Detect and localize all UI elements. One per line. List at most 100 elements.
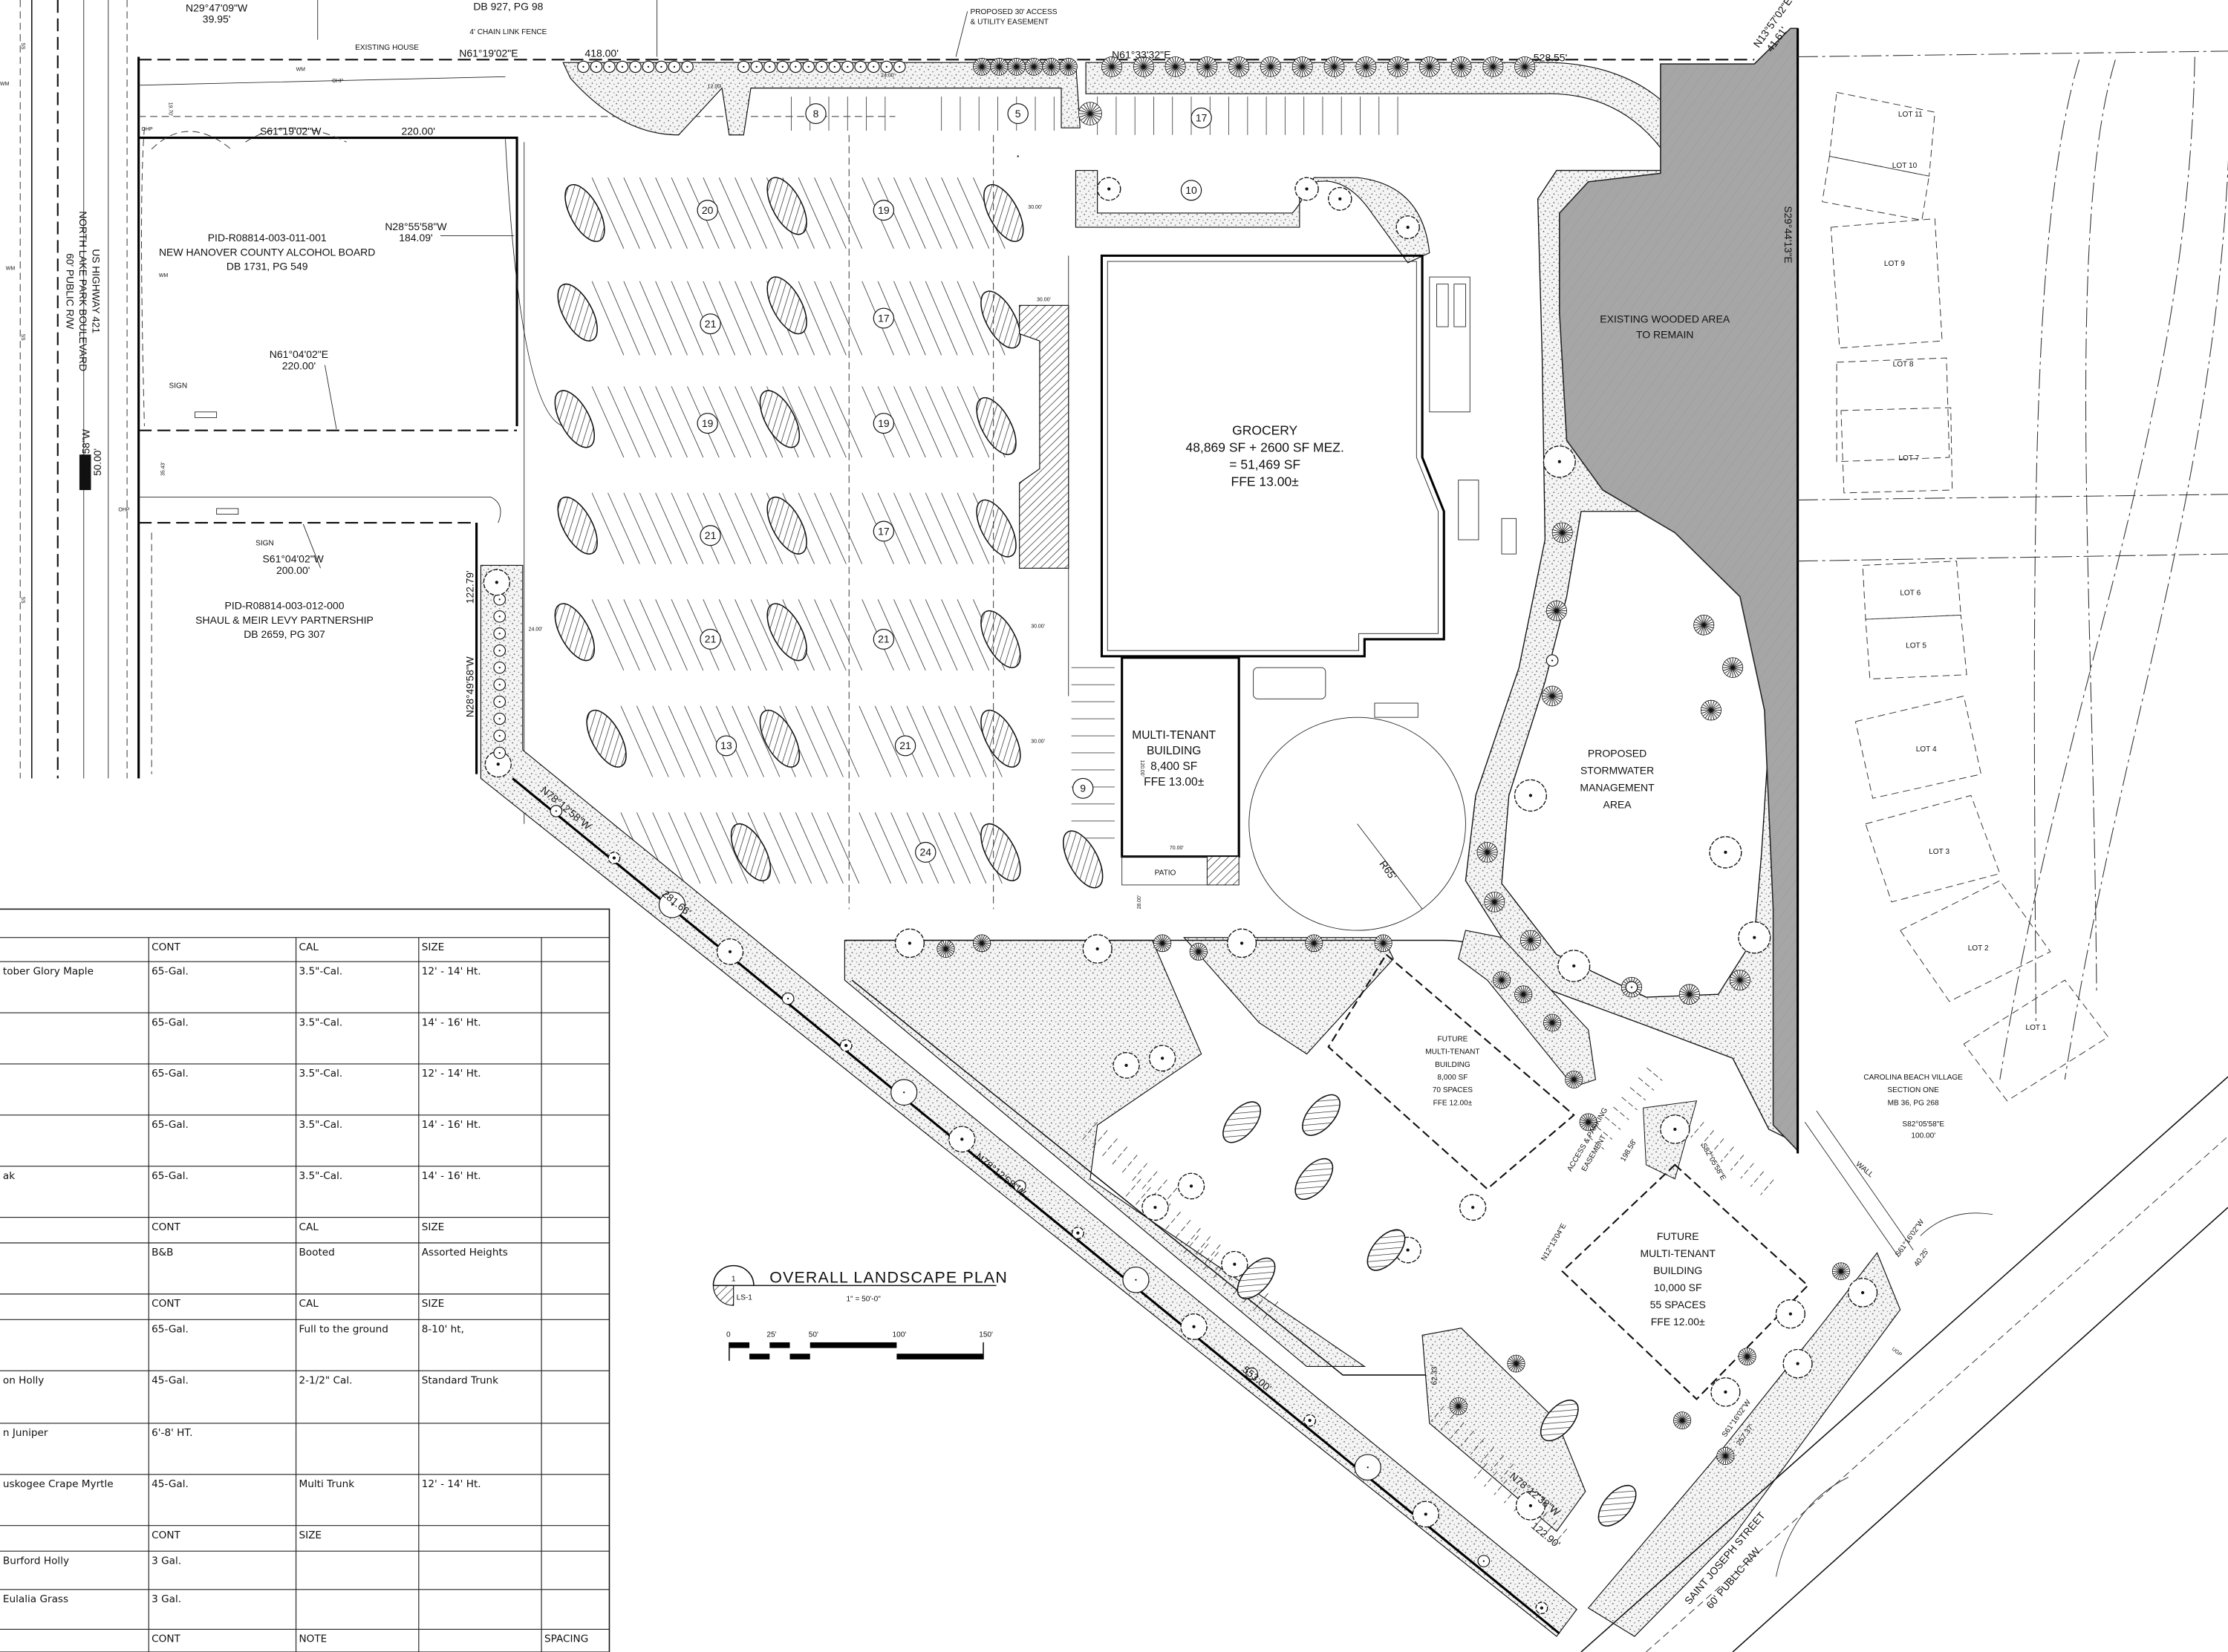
utility-label: OHP [142,127,154,132]
patio-label: PATIO [1155,869,1176,878]
parking-stall-line [734,177,767,249]
parking-count: 19 [702,417,714,429]
shrub-icon [603,60,616,74]
canopy-tree-icon [1492,971,1511,989]
dimension-label: 30.00' [1028,205,1042,210]
parking-count-circle [873,628,895,650]
table-cell: CONT [152,1221,180,1233]
bearing-label: N12°13'04"E [1540,1222,1568,1263]
shrub-icon [642,60,655,74]
building-name-2: BUILDING [1147,745,1201,757]
shrub-icon [890,1079,918,1106]
parking-stall-line [893,599,926,671]
parking-island [759,709,801,768]
parking-stall-line [671,599,704,671]
parking-stall-line [684,812,717,884]
easement-label: & UTILITY EASEMENT [971,19,1049,27]
shrub-icon [550,805,563,817]
parking-count-circle [1180,180,1202,201]
ornamental-tree-icon [1515,1491,1546,1521]
bearing-label: S82°05'58"E [1902,1120,1944,1129]
table-cell: CAL [299,1298,319,1310]
ornamental-tree-icon [1328,186,1352,211]
dimension-label: 120.00' [1139,760,1144,777]
parking-count: 17 [878,312,890,324]
table-cell: 65-Gal. [152,1119,189,1131]
road-row-width: 60' PUBLIC R/W [64,253,76,330]
dimension-label: 19.70' [167,102,172,117]
shrub-icon [577,60,590,74]
parking-stall-line [814,492,847,564]
ornamental-tree-icon [1071,1227,1084,1239]
parking-stall-line [734,492,767,564]
parking-stall-line [750,281,784,356]
table-cell: CAL [299,1221,319,1233]
canopy-tree-icon [1579,1113,1597,1132]
canopy-tree-icon [1189,942,1208,961]
shrub-icon [1013,1180,1026,1192]
parking-stall-line [671,492,704,564]
parking-stall-line [941,386,974,458]
canopy-tree-icon [1007,58,1026,76]
table-cell: 65-Gal. [152,1324,189,1336]
parking-stall-line [798,599,831,671]
canopy-tree-icon [1450,56,1472,77]
dimension-labels: 30.00' 30.00' 30.00' 30.00' 24.00' 35.43… [161,73,1184,909]
lot-label: LOT 10 [1892,162,1918,170]
canopy-tree-icon [1678,984,1700,1005]
drawing-title: 1 LS-1 OVERALL LANDSCAPE PLAN 1" = 50'-0… [712,1264,1007,1361]
fence-label: 4' CHAIN LINK FENCE [469,28,547,36]
parking-stall-line [750,177,784,249]
distance-label: 220.00' [402,125,435,137]
area-label: EXISTING WOODED AREA [1600,313,1730,324]
table-cell: 3.5"-Cal. [299,966,342,978]
sheet-reference: LS-1 [737,1294,753,1302]
lot-label: LOT 7 [1898,454,1919,463]
north-landscape-strip [505,62,1690,427]
parking-stall-line [859,812,892,884]
table-cell: B&B [152,1247,173,1258]
parking-stall-line [925,492,958,564]
parking-stall-line [938,705,971,777]
canopy-tree-icon [1042,58,1061,76]
bearing-label: S61°04'02"W [262,553,324,565]
parcel-deed: DB 2659, PG 307 [244,628,325,640]
parking-island [976,396,1017,455]
lot-label: LOT 5 [1906,641,1926,650]
future-stall-row [1690,1122,1774,1195]
building-area: 48,869 SF + 2600 SF MEZ. [1186,440,1344,455]
sign-label: SIGN [169,382,187,390]
distance-label: 220.00' [282,360,316,372]
parking-stall-line [941,177,974,249]
shrub-icon [854,60,867,74]
distance-label: 40.25' [1912,1247,1931,1268]
bearing-label: S29°44'13"E [1782,206,1794,263]
building-name-2: MULTI-TENANT [1640,1247,1716,1259]
shrub-icon [893,60,906,74]
lot-label: LOT 2 [1968,944,1989,953]
dimension-label: 12.00' [708,85,722,90]
canopy-tree-icon [1831,1262,1850,1281]
parking-count: 8 [813,108,819,120]
parking-stall-line [608,492,640,564]
table-cell: 65-Gal. [152,1016,189,1028]
canopy-tree-icon [1729,970,1750,990]
bearing-label: N29°47'09"W [186,1,248,13]
parking-stall-line [671,281,704,356]
canopy-tree-icon [1722,657,1744,678]
distance-label: 50.00' [91,448,103,476]
ornamental-tree-icon [1096,177,1121,201]
shrub-icon [493,746,506,760]
ornamental-tree-icon [1660,1114,1690,1144]
existing-house-label: EXISTING HOUSE [355,44,419,52]
parking-stall-line [827,705,860,777]
area-label: STORMWATER [1580,765,1654,777]
building-area: 10,000 SF [1654,1282,1702,1293]
parking-island [766,496,807,555]
bearing-label: N28°55'58"W [79,428,91,490]
parking-stall-line [591,492,625,564]
shrub-icon [493,729,506,742]
building-area: 8,400 SF [1150,760,1197,773]
parking-stall-line [893,386,926,458]
parking-island [980,709,1021,768]
